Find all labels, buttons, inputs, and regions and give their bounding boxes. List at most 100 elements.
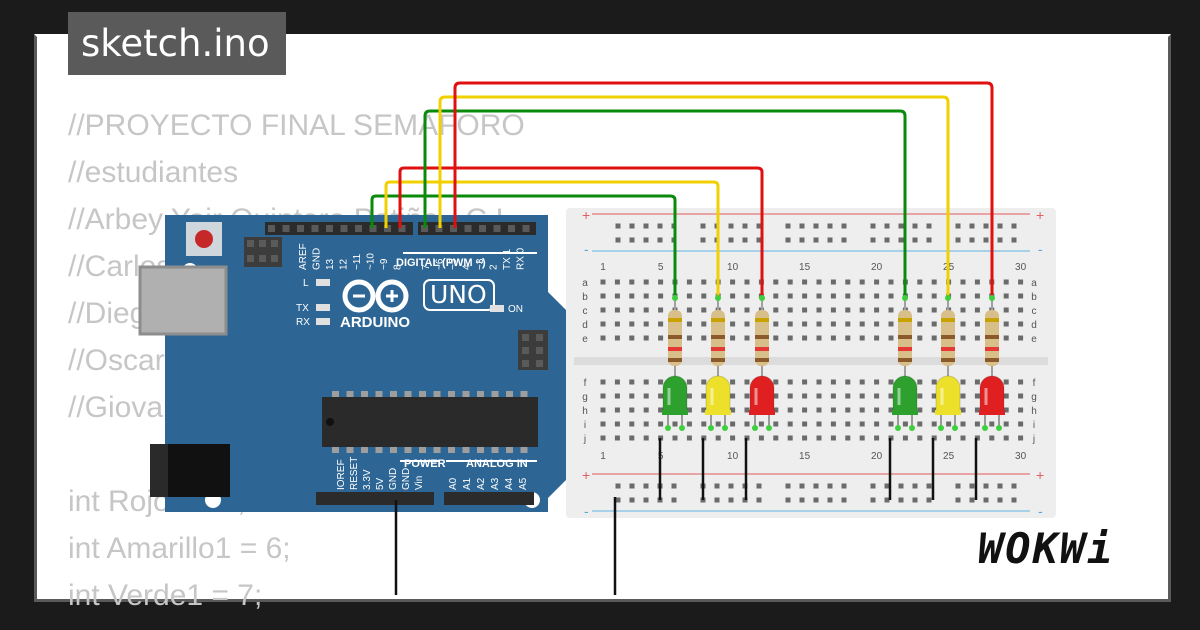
rail-plus-top-left: + xyxy=(582,207,590,223)
pin-label: RESET xyxy=(349,457,360,490)
row-letter: g xyxy=(1031,392,1037,403)
row-letter: a xyxy=(582,278,588,289)
led-red[interactable] xyxy=(979,375,1005,431)
label-tx: TX xyxy=(296,303,309,314)
resistor[interactable] xyxy=(755,310,769,366)
row-letter: g xyxy=(582,392,588,403)
column-number: 10 xyxy=(727,262,739,273)
breadboard[interactable]: + + - - + + - - 115510101515202025253030… xyxy=(566,207,1056,519)
column-number: 25 xyxy=(943,451,955,462)
pin-label: GND xyxy=(401,468,412,490)
rail-minus-top-right: - xyxy=(1038,241,1043,257)
code-line: //PROYECTO FINAL SEMAFORO xyxy=(68,109,525,142)
resistor[interactable] xyxy=(941,310,955,366)
components xyxy=(662,295,1005,431)
row-letter: a xyxy=(1031,278,1037,289)
pin-label: ~9 xyxy=(379,258,390,270)
board-brand: ARDUINO xyxy=(340,314,410,331)
row-letter: c xyxy=(583,306,588,317)
pin-label: A3 xyxy=(490,477,501,490)
pin-label: A2 xyxy=(476,477,487,490)
pin-label: 5V xyxy=(375,477,386,490)
sketch-tab[interactable]: sketch.ino xyxy=(68,12,286,75)
row-letter: f xyxy=(1033,378,1036,389)
label-rx: RX xyxy=(296,317,310,328)
rail-plus-bottom-right: + xyxy=(1036,467,1044,483)
pin-label: ~6 xyxy=(435,258,446,270)
led-green[interactable] xyxy=(892,375,918,431)
rail-plus-top-right: + xyxy=(1036,207,1044,223)
column-number: 15 xyxy=(799,262,811,273)
signal-wires xyxy=(370,81,994,296)
analog-header xyxy=(444,492,534,505)
wire-green-2 xyxy=(423,109,907,296)
column-number: 15 xyxy=(799,451,811,462)
column-number: 30 xyxy=(1015,451,1027,462)
board-model: UNO xyxy=(430,280,487,309)
pin-label: AREF xyxy=(298,243,309,270)
pin-label: ~11 xyxy=(352,253,363,270)
pin-label: 3.3V xyxy=(362,469,373,490)
usb-connector xyxy=(140,267,226,334)
column-number: 1 xyxy=(600,451,606,462)
row-letter: j xyxy=(583,434,586,445)
pin-label: Vin xyxy=(414,476,425,490)
analog-header-label: ANALOG IN xyxy=(466,458,528,470)
led-yellow[interactable] xyxy=(705,375,731,431)
column-number: 1 xyxy=(600,262,606,273)
digital-header-right xyxy=(418,222,536,235)
wire-green-1 xyxy=(370,194,677,296)
pin-label: ~3 xyxy=(475,258,486,270)
resistor[interactable] xyxy=(668,310,682,366)
pin-label: 8 xyxy=(393,264,404,270)
label-l: L xyxy=(303,278,309,289)
column-number: 30 xyxy=(1015,262,1027,273)
column-number: 10 xyxy=(727,451,739,462)
resistor[interactable] xyxy=(898,310,912,366)
row-letter: b xyxy=(1031,292,1037,303)
rail-minus-bottom-left: - xyxy=(584,503,589,519)
rail-minus-top-left: - xyxy=(584,241,589,257)
row-letter: h xyxy=(582,406,588,417)
pin-label: TX 1 xyxy=(502,248,513,270)
pin-label: A4 xyxy=(504,477,515,490)
pin-label: A1 xyxy=(462,477,473,490)
status-led-l xyxy=(316,279,330,286)
ground-wires xyxy=(394,438,978,595)
row-letter: c xyxy=(1032,306,1037,317)
column-number: 5 xyxy=(658,262,664,273)
wire-red-2 xyxy=(453,81,994,296)
power-header xyxy=(316,492,434,505)
label-on: ON xyxy=(508,304,523,315)
row-letter: e xyxy=(1031,334,1037,345)
resistor[interactable] xyxy=(711,310,725,366)
wokwi-logo: WOKWi xyxy=(978,524,1115,573)
pin-label: 13 xyxy=(325,258,336,270)
status-led-tx xyxy=(316,304,330,311)
pin-label: GND xyxy=(312,248,323,270)
pin-label: 12 xyxy=(339,258,350,270)
led-yellow[interactable] xyxy=(935,375,961,431)
microcontroller-chip xyxy=(322,397,538,447)
power-header-label: POWER xyxy=(404,458,446,470)
pin-label: 4 xyxy=(462,264,473,270)
pin-label: IOREF xyxy=(336,459,347,490)
resistor[interactable] xyxy=(985,310,999,366)
led-red[interactable] xyxy=(749,375,775,431)
row-letter: i xyxy=(1033,420,1035,431)
wire-red-1 xyxy=(398,166,764,296)
led-green[interactable] xyxy=(662,375,688,431)
column-number: 20 xyxy=(871,262,883,273)
row-letter: d xyxy=(1031,320,1037,331)
row-letter: b xyxy=(582,292,588,303)
pin-label: RX 0 xyxy=(516,247,527,270)
code-line: //Oscar xyxy=(68,344,165,377)
row-letter: f xyxy=(584,378,587,389)
wire-yellow-1 xyxy=(384,180,720,296)
row-letter: j xyxy=(1032,434,1035,445)
